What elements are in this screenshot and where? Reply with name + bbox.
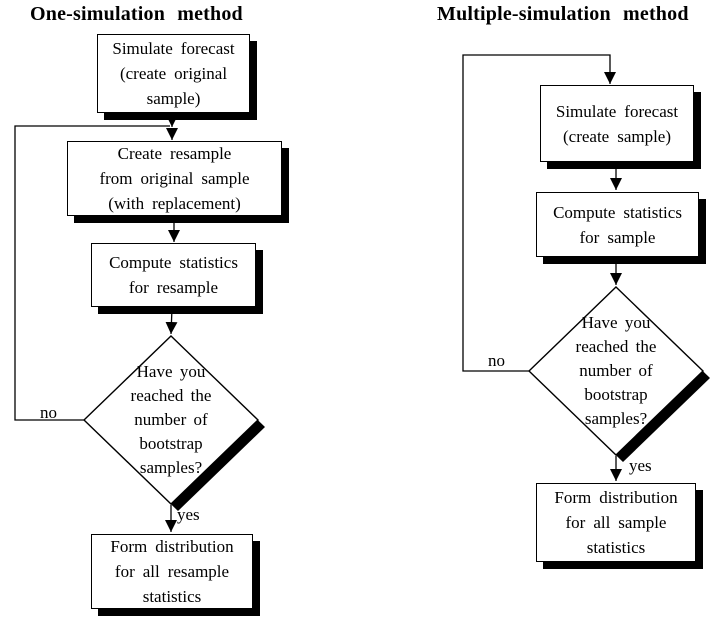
step-line: sample) xyxy=(146,89,201,108)
step-line: statistics xyxy=(142,587,202,606)
right-yes-label: yes xyxy=(629,456,652,475)
right-connectors xyxy=(462,54,622,481)
right-no-label: no xyxy=(488,351,505,370)
step-line: Compute statistics xyxy=(553,202,682,222)
step-line: Form distribution xyxy=(110,537,234,556)
step-line: (create sample) xyxy=(562,126,672,146)
left-decision-text: Have you reached the number of bootstrap… xyxy=(84,350,258,490)
step-line: for sample xyxy=(579,227,656,247)
left-step-compute-statistics: Compute statistics for resample xyxy=(91,243,256,307)
step-line: statistics xyxy=(586,538,646,557)
right-step-form-distribution: Form distribution for all sample statist… xyxy=(536,483,696,562)
left-no-loop-line xyxy=(14,125,170,421)
left-yes-label: yes xyxy=(177,505,200,524)
step-line: (with replacement) xyxy=(108,194,241,213)
step-line: Form distribution xyxy=(554,488,678,507)
left-step-form-distribution: Form distribution for all resample stati… xyxy=(91,534,253,609)
decision-line: bootstrap xyxy=(139,434,203,453)
left-connectors xyxy=(14,112,180,532)
step-line: Simulate forecast xyxy=(555,101,679,121)
left-step-create-resample: Create resample from original sample (wi… xyxy=(67,141,282,216)
left-no-label: no xyxy=(40,403,57,422)
decision-line: samples? xyxy=(139,458,203,477)
decision-line: bootstrap xyxy=(584,385,648,404)
right-no-loop-line xyxy=(462,54,616,372)
step-line: Create resample xyxy=(117,144,232,163)
right-decision-diamond xyxy=(527,286,710,462)
step-line: Simulate forecast xyxy=(112,39,235,58)
decision-line: Have you xyxy=(136,362,206,381)
right-step-simulate-forecast: Simulate forecast (create sample) xyxy=(540,85,694,162)
right-step-compute-statistics: Compute statistics for sample xyxy=(536,192,699,257)
step-line: (create original xyxy=(119,64,228,83)
left-decision-diamond xyxy=(82,335,265,511)
step-line: from original sample xyxy=(99,169,250,188)
left-chart-title: One-simulation method xyxy=(30,3,243,25)
step-line: for resample xyxy=(128,278,219,297)
decision-line: number of xyxy=(579,361,653,380)
decision-line: reached the xyxy=(130,386,212,405)
decision-line: number of xyxy=(134,410,208,429)
decision-line: reached the xyxy=(575,337,657,356)
step-line: for all sample xyxy=(565,513,667,532)
left-arrow-compute-decision xyxy=(165,307,178,335)
right-chart-title: Multiple-simulation method xyxy=(437,3,689,25)
right-decision-text: Have you reached the number of bootstrap… xyxy=(529,301,703,441)
decision-line: Have you xyxy=(581,313,651,332)
decision-line: samples? xyxy=(584,409,648,428)
step-line: for all resample xyxy=(114,562,230,581)
step-line: Compute statistics xyxy=(109,253,238,272)
left-step-simulate-forecast: Simulate forecast (create original sampl… xyxy=(97,34,250,113)
